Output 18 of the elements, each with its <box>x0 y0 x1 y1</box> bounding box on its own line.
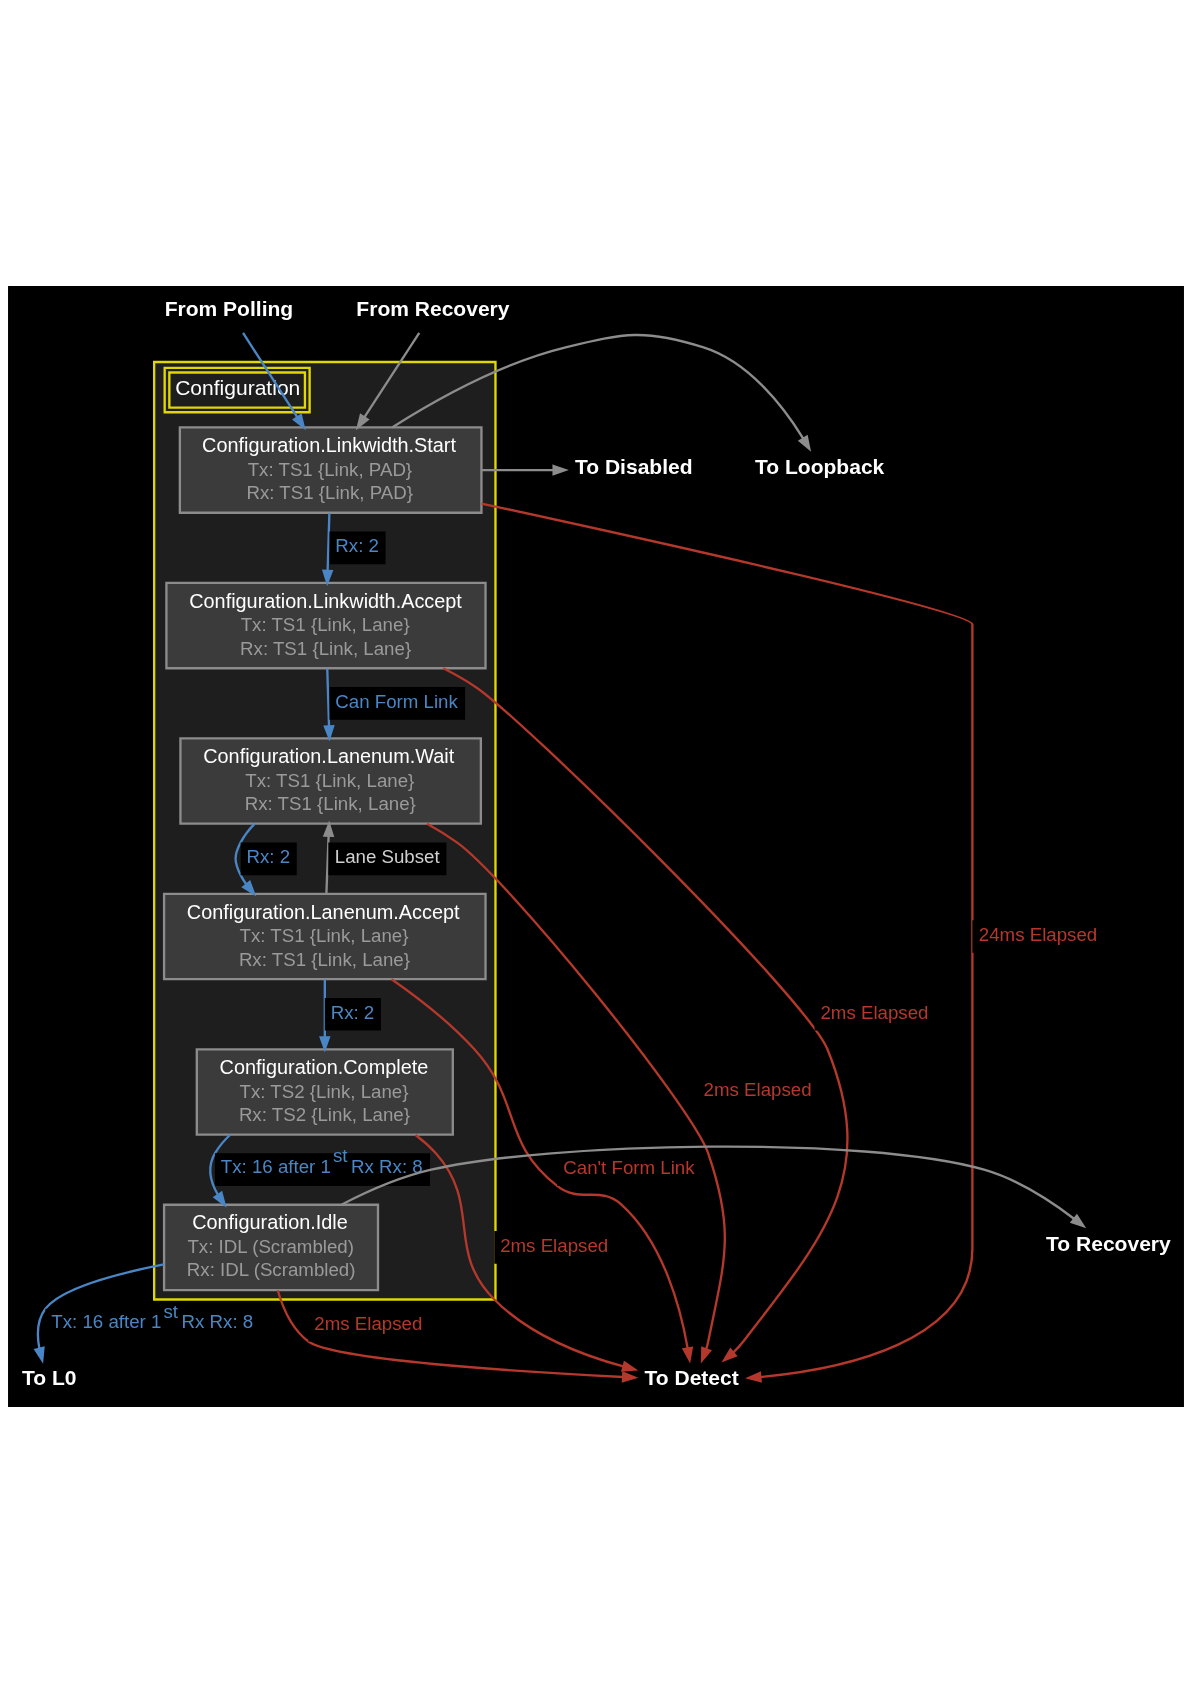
edge-label: Can Form Link <box>335 690 458 712</box>
edge-label: 2ms Elapsed <box>314 1312 423 1334</box>
edge-label: 24ms Elapsed <box>978 923 1098 945</box>
node-text: From Polling <box>164 296 294 320</box>
node-text: To Detect <box>644 1366 739 1390</box>
node-text: From Recovery <box>356 296 510 320</box>
edge-label: Rx: 2 <box>246 846 291 868</box>
node-text: To Loopback <box>754 455 885 479</box>
node-text: To Disabled <box>574 455 693 479</box>
edge-label: 2ms Elapsed <box>703 1079 812 1101</box>
edge-label: Rx: 2 <box>330 1001 375 1023</box>
node-text: To L0 <box>22 1366 77 1390</box>
edge-label: Rx: 2 <box>335 535 379 557</box>
node-text: To Recovery <box>1046 1232 1171 1256</box>
edge-label: 2ms Elapsed <box>820 1001 929 1023</box>
edge-label: Lane Subset <box>334 846 440 868</box>
edge-label: 2ms Elapsed <box>500 1234 609 1256</box>
edge-label: Can't Form Link <box>563 1157 695 1179</box>
